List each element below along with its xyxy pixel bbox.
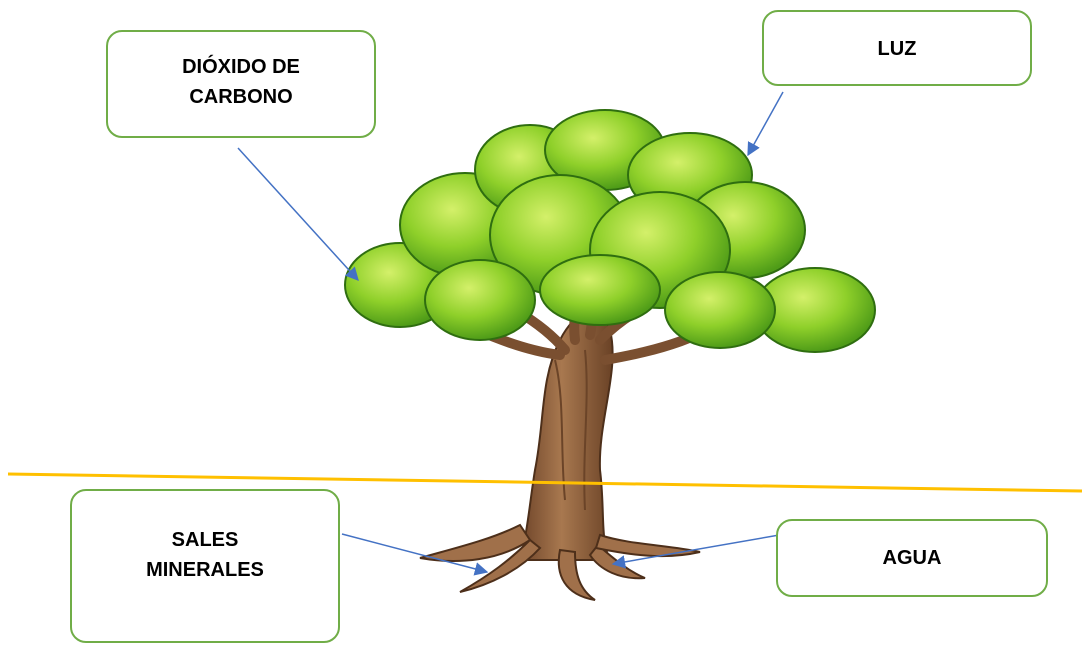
label-sales: SALES MINERALES xyxy=(146,529,264,581)
arrow-sales xyxy=(341,533,489,576)
label-box-agua: AGUA xyxy=(776,519,1048,597)
arrow-co2 xyxy=(237,147,359,281)
label-box-sales: SALES MINERALES xyxy=(70,489,340,643)
label-box-luz: LUZ xyxy=(762,10,1032,86)
ground-line xyxy=(7,472,1083,493)
label-box-co2: DIÓXIDO DE CARBONO xyxy=(106,30,376,138)
label-luz: LUZ xyxy=(877,38,917,60)
tree-foliage xyxy=(344,109,876,353)
arrow-agua xyxy=(611,533,786,569)
label-agua: AGUA xyxy=(882,547,942,569)
arrow-luz xyxy=(747,91,784,157)
label-co2: DIÓXIDO DE CARBONO xyxy=(182,56,300,108)
